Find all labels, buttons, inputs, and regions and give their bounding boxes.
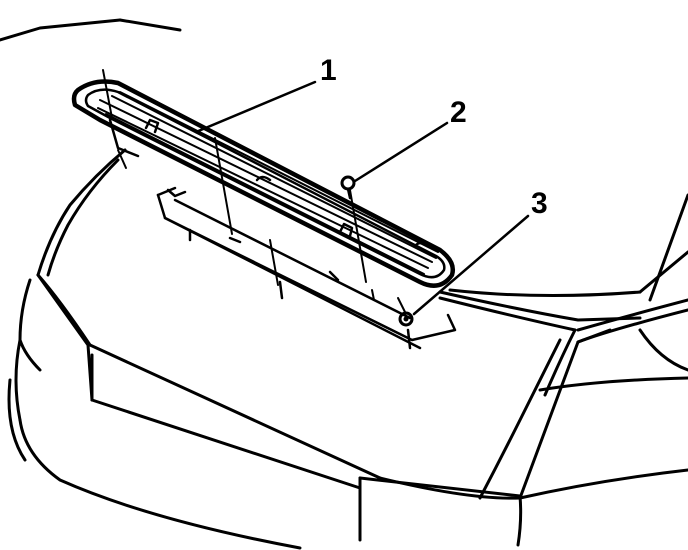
windshield-cowl bbox=[0, 18, 688, 302]
callout-label-3: 3 bbox=[531, 187, 548, 220]
leader-line-1 bbox=[194, 80, 317, 134]
callout-leaders bbox=[194, 80, 530, 316]
leader-line-2 bbox=[353, 121, 449, 183]
callout-label-2: 2 bbox=[450, 96, 467, 129]
callout-label-1: 1 bbox=[320, 54, 337, 87]
leader-line-3 bbox=[412, 214, 530, 316]
front-body bbox=[7, 273, 688, 550]
grille-recess bbox=[156, 186, 457, 350]
radiator-grille bbox=[71, 79, 455, 288]
fastening-screw-2 bbox=[340, 175, 356, 200]
assembly-guide-lines bbox=[102, 69, 406, 313]
fastening-screw-3 bbox=[398, 311, 414, 327]
